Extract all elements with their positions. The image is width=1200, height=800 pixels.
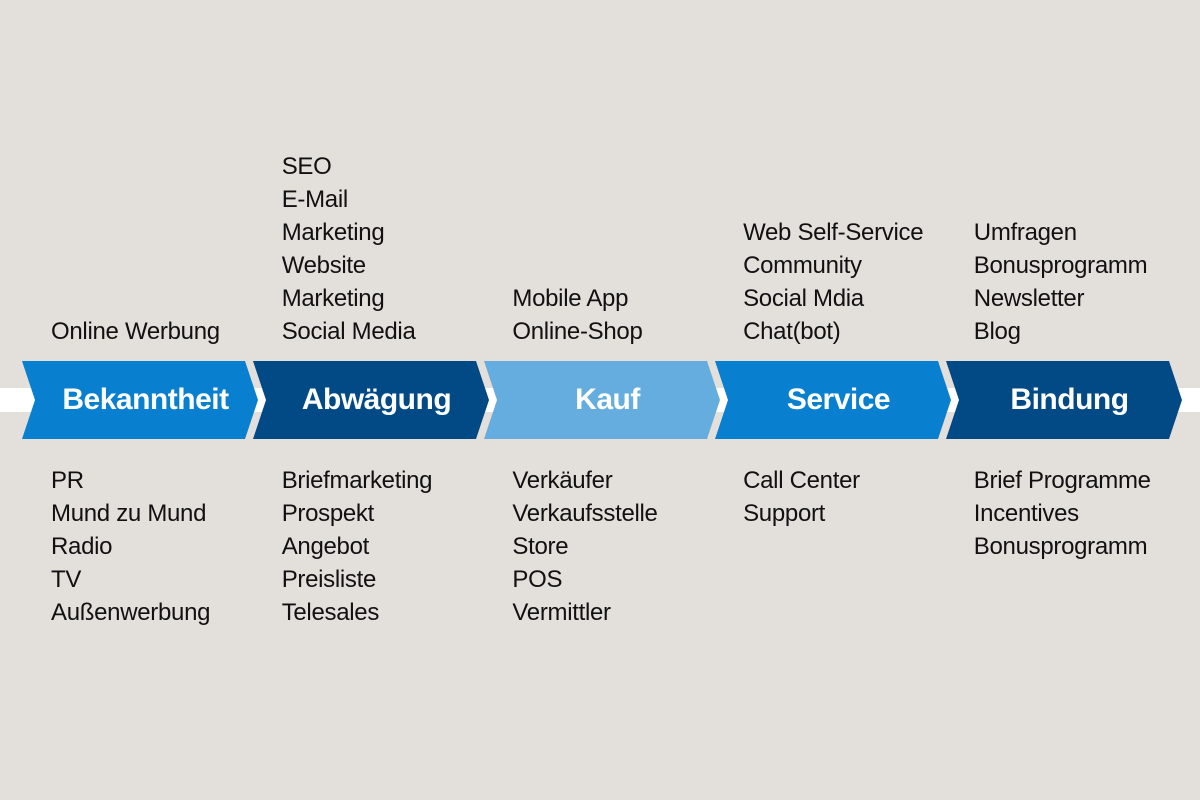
- chevron-1: [253, 361, 489, 439]
- chevron-3: [715, 361, 951, 439]
- list-item: Außenwerbung: [51, 599, 211, 626]
- list-item: Call Center: [743, 467, 860, 494]
- list-item: Radio: [51, 533, 113, 560]
- list-item: E-Mail: [281, 186, 349, 213]
- stage-top-list: Online Werbung: [51, 315, 276, 348]
- chevron-row: [22, 361, 1182, 439]
- list-item: Marketing: [281, 219, 385, 246]
- stage-label: Bekanntheit: [62, 383, 229, 416]
- list-item: TV: [51, 566, 82, 593]
- stage-label: Kauf: [575, 383, 640, 416]
- list-item: Community: [743, 252, 862, 279]
- list-item: Social Mdia: [743, 285, 864, 312]
- list-item: SEO: [281, 153, 332, 180]
- list-item: Verkäufer: [512, 467, 613, 494]
- list-item: Mobile App: [512, 285, 629, 312]
- list-item: Store: [512, 533, 569, 560]
- list-item: Vermittler: [512, 599, 611, 626]
- list-item: Incentives: [973, 500, 1079, 527]
- list-item: Online Werbung: [51, 318, 220, 345]
- list-item: Chat(bot): [743, 318, 841, 345]
- list-item: Angebot: [281, 533, 370, 560]
- list-item: Umfragen: [973, 219, 1077, 246]
- list-item: Website: [281, 252, 366, 279]
- list-item: Web Self-Service: [743, 219, 924, 246]
- list-item: PR: [51, 467, 84, 494]
- stage-label: Abwägung: [301, 383, 452, 416]
- list-item: Online-Shop: [512, 318, 643, 345]
- stage-label: Bindung: [1010, 383, 1129, 416]
- list-item: Briefmarketing: [281, 467, 433, 494]
- chevron-4: [946, 361, 1182, 439]
- list-item: Bonusprogramm: [973, 252, 1148, 279]
- list-item: Mund zu Mund: [51, 500, 207, 527]
- list-item: Marketing: [281, 285, 385, 312]
- list-item: Prospekt: [281, 500, 375, 527]
- list-item: Brief Programme: [973, 467, 1151, 494]
- list-item: Support: [743, 500, 826, 527]
- list-item: Newsletter: [973, 285, 1085, 312]
- chevron-2: [484, 361, 720, 439]
- chevron-0: [22, 361, 258, 439]
- list-item: Preisliste: [281, 566, 377, 593]
- stage-label: Service: [786, 383, 891, 416]
- list-item: Social Media: [281, 318, 416, 345]
- list-item: POS: [512, 566, 563, 593]
- list-item: Telesales: [281, 599, 380, 626]
- list-item: Bonusprogramm: [973, 533, 1148, 560]
- list-item: Blog: [973, 318, 1021, 345]
- list-item: Verkaufsstelle: [512, 500, 658, 527]
